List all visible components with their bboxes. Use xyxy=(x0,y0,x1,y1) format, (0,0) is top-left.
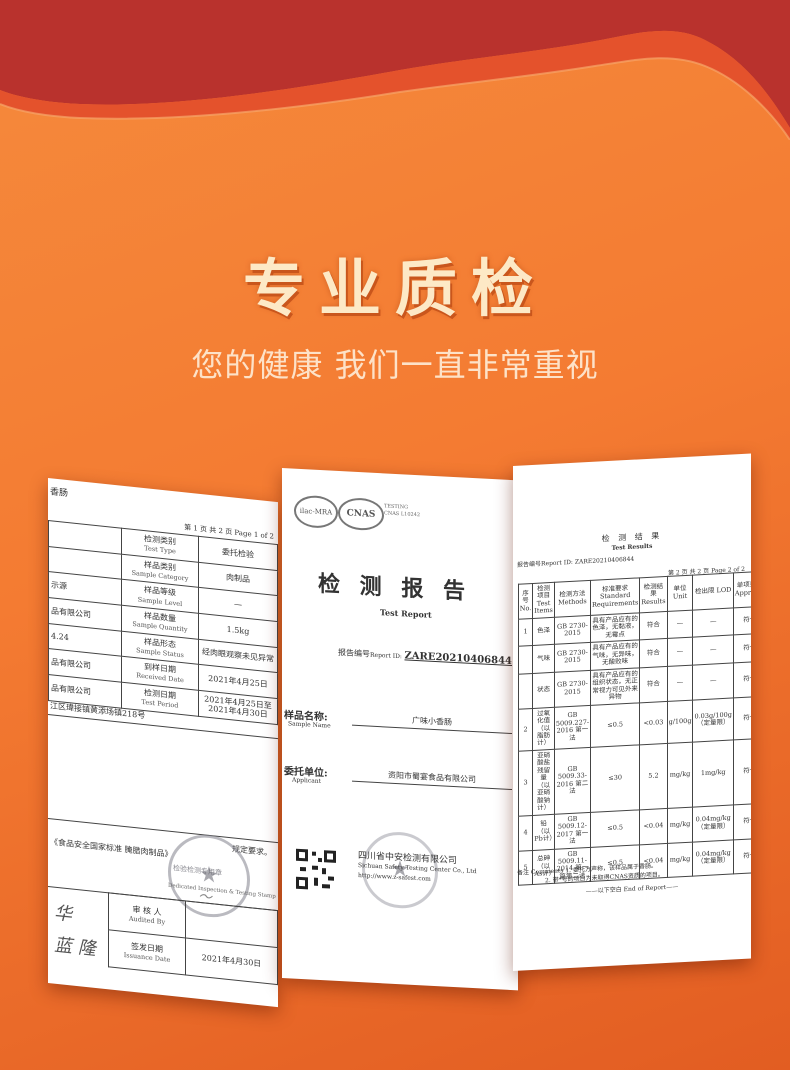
results-cell-req: 具有产品应有的色泽，无黏液，无霉点 xyxy=(590,612,640,643)
results-cell-item: 气味 xyxy=(532,644,555,674)
results-header-cell: 标准要求 Standard Requirements xyxy=(590,577,640,616)
top-wave-decoration xyxy=(0,0,790,140)
signature-2: 蓝 隆 xyxy=(54,934,96,961)
sample-name-en: Sample Name xyxy=(288,720,331,730)
results-report-id: 报告编号Report ID: ZARE20210406844 xyxy=(517,555,635,569)
results-cell-no: 1 xyxy=(518,618,533,647)
results-header-cell: 检测项目 Test Items xyxy=(532,582,555,619)
report-id-en: Report ID: xyxy=(370,651,402,661)
results-cell-lod: 0.04mg/kg（定量限） xyxy=(692,804,734,842)
results-cell-lod: 0.03g/100g（定量限） xyxy=(692,697,734,742)
sample-name: 广味小香肠 xyxy=(352,711,512,735)
results-cell-result: 5.2 xyxy=(639,743,668,810)
results-cell-method: GB 5009.12-2017 第一法 xyxy=(554,812,591,849)
results-cell-result: <0.03 xyxy=(639,700,668,745)
results-cell-no: 2 xyxy=(518,708,533,752)
results-cell-lod: — xyxy=(692,635,734,665)
page-heading: 专业质检 xyxy=(242,252,547,325)
results-cell-unit: g/100g xyxy=(667,699,693,744)
results-header-cell: 检测结果 Results xyxy=(639,576,668,613)
results-cell-method: GB 2730-2015 xyxy=(554,670,591,707)
report-title: 检 测 报 告 xyxy=(318,570,471,605)
signature-1: 华 xyxy=(54,902,72,926)
report-cover-page: ilac-MRA CNAS TESTING CNAS L10242 检 测 报 … xyxy=(282,468,518,991)
cnas-logo: CNAS xyxy=(338,496,384,532)
results-cell-no: 4 xyxy=(518,815,533,851)
results-cell-unit: — xyxy=(667,609,693,639)
results-cell-approval: 符合 xyxy=(733,738,751,805)
ilac-mra-logo: ilac-MRA xyxy=(294,494,338,529)
report-results-page: 检 测 结 果 Test Results 报告编号Report ID: ZARE… xyxy=(513,453,751,971)
results-cell-approval: 符合 xyxy=(733,802,751,840)
results-cell-approval: 符合 xyxy=(733,695,751,740)
results-header-cell: 单项判定 Approval xyxy=(733,571,751,608)
results-header-cell: 检测方法 Methods xyxy=(554,580,591,618)
results-cell-no xyxy=(518,645,533,674)
sample-name-fragment: 香肠 xyxy=(50,487,69,500)
results-header-cell: 检出限 LOD xyxy=(692,572,734,610)
results-cell-req: 具有产品应有的组织状态，无正常视力可见外来异物 xyxy=(590,667,640,705)
results-cell-item: 铅（以Pb计） xyxy=(532,813,556,850)
report-id: ZARE20210406844 xyxy=(404,650,512,668)
notes-label: 备注 Comments xyxy=(517,867,564,877)
results-cell-unit: — xyxy=(667,664,693,701)
results-cell-item: 亚硝酸盐残留量（以亚硝酸钠计） xyxy=(532,749,555,816)
results-cell-req: 具有产品应有的气味，无异味，无酸败味 xyxy=(590,640,640,671)
results-cell-unit: — xyxy=(667,637,693,667)
page-subheading: 您的健康 我们一直非常重视 xyxy=(191,346,599,384)
report-title-en: Test Report xyxy=(380,607,432,620)
results-cell-item: 色泽 xyxy=(532,617,555,646)
results-cell-req: ≤0.5 xyxy=(590,809,640,847)
results-cell-approval: 符合 xyxy=(733,660,751,698)
applicant-name: 资阳市蜀宴食品有限公司 xyxy=(352,767,512,791)
issuance-en: Issuance Date xyxy=(123,950,171,964)
results-cell-lod: — xyxy=(692,607,734,638)
results-cell-method: GB 2730-2015 xyxy=(554,615,591,645)
results-header-cell: 序号 No. xyxy=(518,583,533,620)
results-cell-approval: 符合 xyxy=(733,633,751,663)
results-cell-req: ≤0.5 xyxy=(590,702,640,748)
results-cell-item: 过氧化值（以脂肪计） xyxy=(532,706,555,751)
auditor-en: Audited By xyxy=(128,914,166,927)
results-cell-unit: mg/kg xyxy=(667,841,693,878)
applicant-en: Applicant xyxy=(292,776,322,786)
results-cell-approval: 符合 xyxy=(733,837,751,875)
results-cell-req: ≤30 xyxy=(590,744,640,813)
results-cell-approval: 符合 xyxy=(733,606,751,636)
report-id-label: 报告编号 xyxy=(338,647,370,659)
results-cell-unit: mg/kg xyxy=(667,741,693,809)
results-cell-no: 3 xyxy=(518,750,533,816)
results-cell-result: <0.04 xyxy=(639,808,668,845)
handwritten-mark: ～ xyxy=(198,888,212,907)
results-cell-result: 符合 xyxy=(639,666,668,703)
qr-code-icon xyxy=(294,846,338,893)
standard-reference: 《食品安全国家标准 腌腊肉制品》 xyxy=(50,837,173,860)
results-header-cell: 单位 Unit xyxy=(667,575,693,612)
results-cell-no xyxy=(518,673,533,709)
results-cell-lod: 1mg/kg xyxy=(692,739,734,807)
results-cell-lod: 0.04mg/kg（定量限） xyxy=(692,839,734,877)
cnas-certificate: TESTING CNAS L10242 xyxy=(384,503,421,518)
results-cell-result: 符合 xyxy=(639,638,668,668)
results-cell-item: 状态 xyxy=(532,672,555,709)
results-cell-method: GB 2730-2015 xyxy=(554,642,591,673)
results-cell-result: 符合 xyxy=(639,611,668,641)
results-cell-method: GB 5009.33-2016 第二法 xyxy=(554,747,591,814)
results-cell-lod: — xyxy=(692,662,734,700)
results-cell-unit: mg/kg xyxy=(667,806,693,843)
results-cell-method: GB 5009.227-2016 第一法 xyxy=(554,704,591,750)
